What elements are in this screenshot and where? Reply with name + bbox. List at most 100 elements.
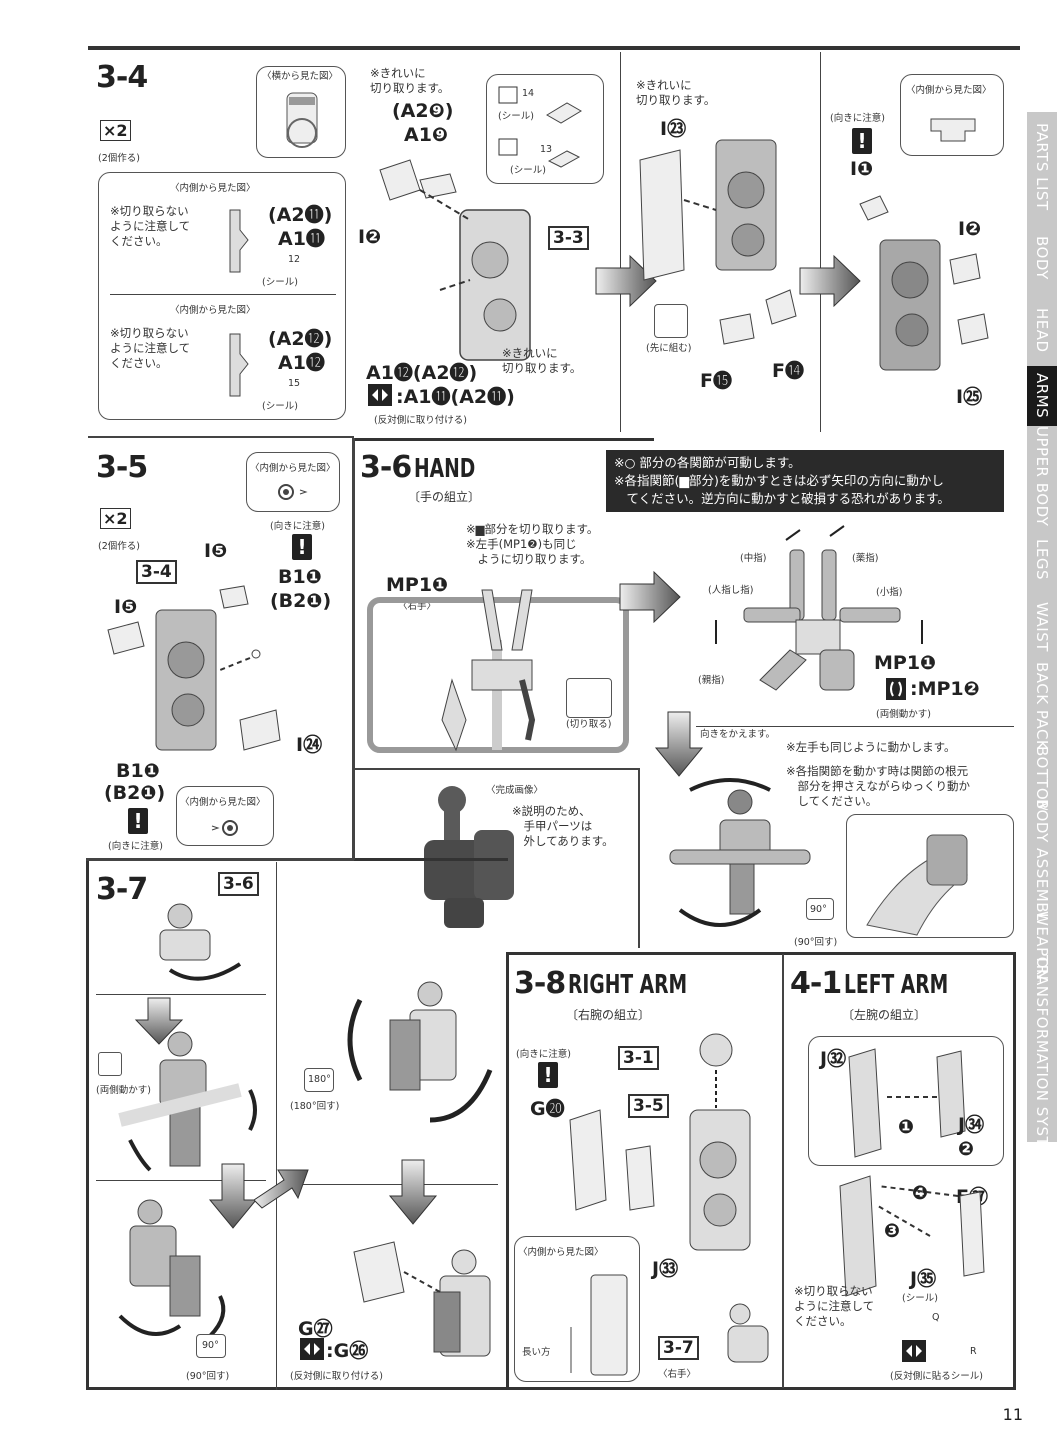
cut-label: (切り取る) (566, 719, 612, 730)
step-3-6-number: 3-6 (360, 450, 412, 485)
side-view-label: 〈横から見た図〉 (262, 71, 339, 82)
bottom-clean-note: ※きれいに 切り取ります。 (502, 346, 582, 375)
step-3-6-subtitle: 〔手の組立〕 (408, 490, 481, 504)
sticker-14: 14 (522, 88, 535, 99)
part-j33: J㉝ (652, 1258, 679, 1280)
part-g26: :G㉖ (326, 1340, 369, 1362)
arm-rotate-180 (347, 981, 493, 1123)
nipper-icon (566, 678, 612, 718)
part-a2-12: (A2⓬) (268, 328, 333, 350)
r-inner-view-box (514, 1236, 640, 1382)
step-3-5-illustration (107, 585, 281, 751)
inner-view-label-2: 〈内側から見た図〉 (170, 305, 256, 316)
sticker-box (486, 74, 604, 184)
hand-joint-illustration (715, 525, 923, 691)
side-tab-waist[interactable]: WAIST (1027, 592, 1057, 663)
side-tab-body-assemble[interactable]: BODY ASSEMBLE (1027, 799, 1057, 931)
finger-photo (866, 834, 968, 936)
part-a2-9: (A2❾) (392, 100, 454, 122)
r-right-hand: 〈右手〉 (658, 1369, 697, 1380)
down-arrow-4 (388, 1159, 438, 1225)
down-arrow-1 (654, 711, 704, 777)
side-tab-label: ARMS (1033, 373, 1051, 419)
arm-g-parts-illustration (353, 1241, 491, 1357)
rotate-90-label-2: (90°回す) (186, 1371, 230, 1382)
c-part-i25: I㉕ (956, 386, 983, 408)
side-tab-label: BOTTOM (1033, 746, 1051, 814)
side-tab-arms[interactable]: ARMS (1027, 366, 1057, 427)
down-arrow-3 (208, 1163, 258, 1229)
finger-photo-box (846, 814, 1014, 938)
complete-note: ※説明のため、 手甲パーツは 外してあります。 (512, 804, 614, 848)
part-b21: (B2❶) (270, 590, 332, 612)
step-4-1-number: 4-1 (790, 966, 842, 1001)
side-tab-upper-body[interactable]: UPPER BODY (1027, 426, 1057, 527)
l-arm-illustration (839, 1175, 985, 1297)
joint-detail-icon-2 (211, 820, 238, 836)
side-tab-label: TRANSFORMATION SYSTEM (1033, 954, 1051, 1170)
side-tab-label: WEAPONS (1033, 911, 1051, 991)
hand-cut-note: ※▆部分を切り取ります。 ※左手(MP1❷)も同じ ように切り取ります。 (466, 522, 599, 566)
side-tab-label: PARTS LIST (1033, 123, 1051, 211)
left-same-note: ※左手も同じように動かします。 (786, 740, 956, 754)
r-inner-view-label: 〈内側から見た図〉 (518, 1247, 604, 1258)
part-j32: J㉜ (820, 1048, 847, 1070)
b-direction-note: (向きに注意) (270, 521, 325, 532)
b-inner-view-label: 〈内側から見た図〉 (250, 463, 336, 474)
step-4-1-title: LEFT ARM (844, 970, 949, 1000)
multiplier-note: (2個作る) (98, 153, 140, 164)
c-inner-part (930, 118, 976, 142)
frame-vert-1 (352, 438, 355, 860)
inner-view-box (98, 172, 346, 420)
c-part-i1: I❶ (850, 158, 874, 180)
side-tab-bottom[interactable]: BOTTOM (1027, 746, 1057, 814)
step-3-8-number: 3-8 (514, 966, 566, 1001)
sticker-label-4: (シール) (262, 401, 298, 412)
c-caution-icon: ! (852, 128, 872, 154)
side-tab-transformation-system[interactable]: TRANSFORMATION SYSTEM (1027, 955, 1057, 1169)
step-3-4-number: 3-4 (96, 60, 148, 95)
sticker-15: 15 (288, 378, 301, 389)
rotate-hand-1 (159, 903, 242, 981)
part-a1-11: A1⓫ (278, 228, 325, 250)
dont-cut-note-1: ※切り取らない ように注意して ください。 (110, 204, 191, 248)
inner-view-label-1: 〈内側から見た図〉 (170, 183, 256, 194)
bottom-b11: B1❶ (116, 760, 160, 782)
step-3-7-col-divider (276, 862, 277, 1390)
sticker-parts-illustration (498, 86, 582, 168)
ref-3-3: 3-3 (548, 226, 589, 250)
bottom-part: A1⓬(A2⓬) (366, 362, 478, 384)
rotate-90-badge: 90° (810, 904, 827, 915)
b-inner-view-box-2 (176, 786, 274, 846)
sticker-q: Q (932, 1312, 940, 1323)
r-hand-part (727, 1303, 769, 1363)
side-tab-weapons[interactable]: WEAPONS (1027, 911, 1057, 991)
long-side-label: 長い方 (522, 1347, 551, 1358)
side-tab-back-pack[interactable]: BACK PACK (1027, 662, 1057, 751)
order-4: ❹ (912, 1182, 929, 1204)
hand-divider (696, 726, 1014, 727)
order-1: ❶ (898, 1116, 915, 1138)
side-view-box (256, 66, 346, 158)
part-mp1-2: :MP1❷ (910, 678, 980, 700)
ref-3-7: 3-7 (658, 1336, 699, 1360)
side-tab-parts-list[interactable]: PARTS LIST (1027, 112, 1057, 223)
b-clean-note: ※きれいに 切り取ります。 (636, 78, 716, 107)
finger-little: (小指) (876, 587, 903, 598)
l-assembly-illustration (848, 1048, 966, 1158)
order-2: ❷ (958, 1138, 975, 1160)
rotate-90-icon (806, 898, 834, 920)
tip-icon (654, 304, 688, 338)
opposite-side-icon-3 (902, 1340, 926, 1362)
side-tab-legs[interactable]: LEGS (1027, 526, 1057, 593)
finger-index: (人指し指) (708, 585, 754, 596)
r-inner-part (570, 1274, 628, 1376)
side-tab-head[interactable]: HEAD (1027, 294, 1057, 367)
sticker-label: (シール) (498, 111, 534, 122)
part-a1-12: A1⓬ (278, 352, 325, 374)
warning-box: ※○ 部分の各関節が可動します。 ※各指関節(▆部分)を動かすときは必ず矢印の方… (606, 450, 1004, 512)
side-tab-label: WAIST (1033, 602, 1051, 652)
down-arrow-2 (134, 997, 184, 1045)
part-f14: F⓮ (772, 360, 804, 382)
side-tab-body[interactable]: BODY (1027, 222, 1057, 295)
